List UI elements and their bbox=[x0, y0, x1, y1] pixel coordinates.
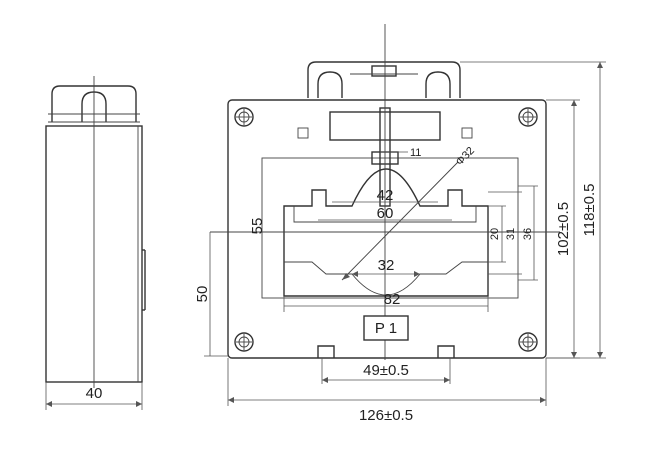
diameter-label: Φ32 bbox=[454, 145, 477, 168]
dim-32-label: 32 bbox=[378, 257, 395, 274]
dim-55-label: 55 bbox=[249, 218, 266, 235]
dim-36-label: 36 bbox=[522, 228, 534, 240]
dim-11-label: 11 bbox=[410, 147, 421, 159]
dim-42-label: 42 bbox=[377, 187, 394, 204]
front-view: Φ32 11 42 60 32 82 55 50 20 bbox=[194, 24, 606, 424]
body-height-label: 102±0.5 bbox=[555, 202, 572, 256]
side-width-label: 40 bbox=[86, 385, 103, 402]
overall-height-label: 118±0.5 bbox=[581, 184, 598, 237]
dim-31-label: 31 bbox=[505, 228, 517, 240]
terminal-p1-label: P 1 bbox=[375, 320, 397, 337]
base-width-label: 49±0.5 bbox=[363, 362, 409, 379]
dim-60-label: 60 bbox=[377, 205, 394, 222]
dim-50-label: 50 bbox=[194, 286, 211, 303]
overall-width-label: 126±0.5 bbox=[359, 407, 413, 424]
side-view: 40 bbox=[45, 76, 146, 410]
dim-82-label: 82 bbox=[384, 291, 401, 308]
dim-20-label: 20 bbox=[489, 228, 501, 240]
bolt-icons bbox=[234, 107, 538, 352]
